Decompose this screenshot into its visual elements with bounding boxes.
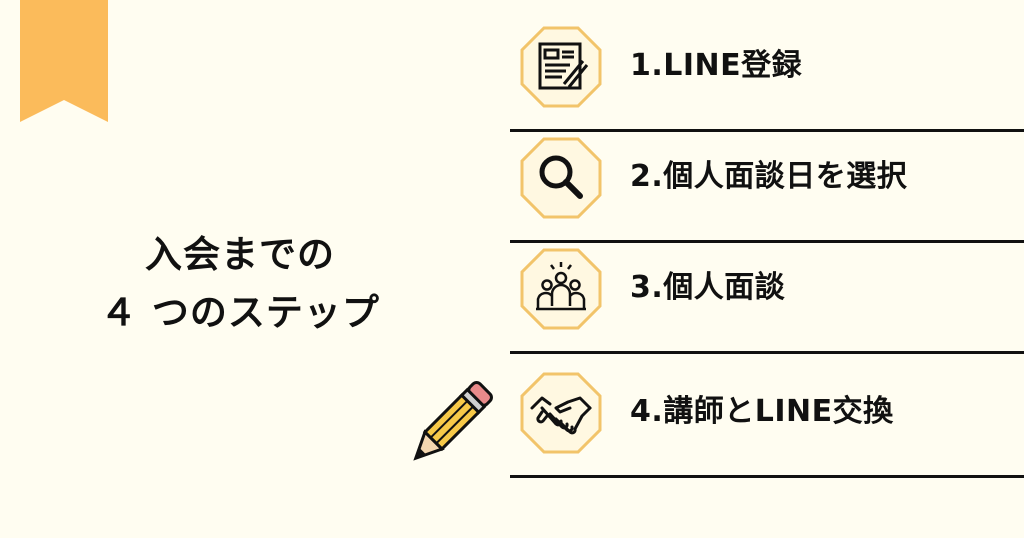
octagon-badge: [520, 26, 602, 108]
octagon-badge: [520, 137, 602, 219]
divider: [510, 129, 1024, 132]
step-3-label: 3.個人面談: [630, 270, 786, 305]
handshake-icon: [530, 396, 592, 435]
group-meeting-icon: [536, 262, 586, 311]
step-1: 1.LINE登録: [510, 20, 1024, 132]
divider: [510, 351, 1024, 354]
divider: [510, 475, 1024, 478]
bookmark-ribbon-icon: [20, 0, 108, 122]
octagon-badge: [520, 248, 602, 330]
step-4-label: 4.講師とLINE交換: [630, 394, 894, 429]
magnifier-icon: [539, 155, 583, 199]
document-pen-icon: [538, 42, 589, 90]
step-2: 2.個人面談日を選択: [510, 131, 1024, 243]
step-3: 3.個人面談: [510, 242, 1024, 354]
divider: [510, 240, 1024, 243]
step-1-label: 1.LINE登録: [630, 48, 803, 83]
title-line-1: 入会までの: [145, 233, 335, 276]
page-title: 入会までの ４ つのステップ: [60, 226, 420, 342]
octagon-badge: [520, 372, 602, 454]
step-4: 4.講師とLINE交換: [510, 366, 1024, 478]
step-2-label: 2.個人面談日を選択: [630, 159, 908, 194]
title-line-2: ４ つのステップ: [100, 291, 380, 334]
pencil-icon: [413, 381, 493, 461]
